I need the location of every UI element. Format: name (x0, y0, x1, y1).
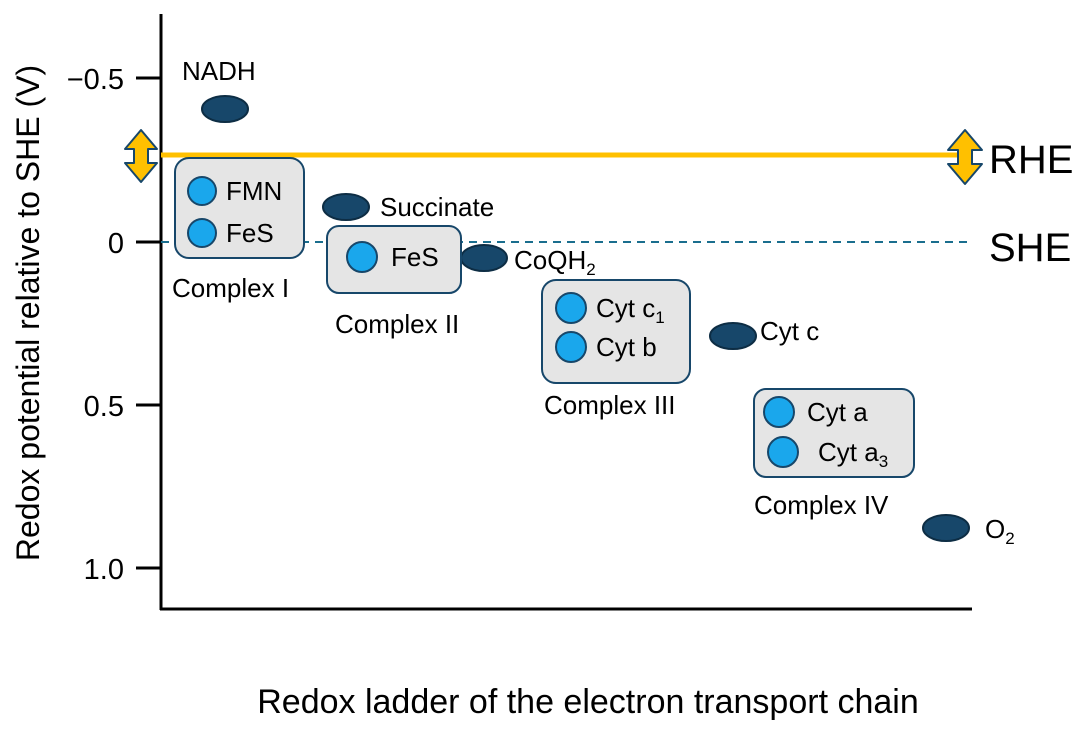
complex-i: FMN FeS Complex I (172, 157, 305, 303)
cytc1-center (555, 292, 587, 324)
fes-center (187, 218, 217, 248)
fes-label: FeS (226, 218, 274, 248)
cyta-center (763, 396, 795, 428)
cytc1-subscript: 1 (655, 308, 664, 327)
y-axis-label: Redox potential relative to SHE (V) (10, 65, 46, 561)
cyta3-subscript: 3 (879, 452, 888, 471)
cytc-label: Cyt c (760, 316, 819, 346)
complex-ii: FeS Complex II (326, 225, 462, 339)
reference-lines: RHE SHE (124, 129, 1073, 270)
cytc1-label: Cyt c1 (596, 293, 665, 327)
fes-center (346, 241, 378, 273)
fmn-center (187, 176, 217, 206)
complex-iv: Cyt a Cyt a3 Complex IV (753, 388, 915, 520)
y-tick-label: 0.5 (84, 391, 124, 423)
succinate-carrier (322, 193, 370, 221)
double-arrow-icon (124, 129, 158, 183)
cyta-label: Cyt a (807, 397, 868, 427)
coqh2-carrier (460, 244, 508, 272)
coqh2-main: CoQH (514, 245, 586, 275)
complex-iv-label: Complex IV (754, 490, 889, 520)
y-tick-label: 1.0 (84, 554, 124, 586)
x-axis-label: Redox ladder of the electron transport c… (257, 683, 919, 721)
fes-label: FeS (391, 242, 439, 272)
cyta3-main: Cyt a (818, 437, 879, 467)
coqh2-subscript: 2 (586, 260, 595, 279)
complex-ii-label: Complex II (335, 309, 459, 339)
cytb-label: Cyt b (596, 332, 657, 362)
o2-subscript: 2 (1005, 529, 1014, 548)
cytb-center (555, 331, 587, 363)
nadh-carrier (201, 95, 249, 123)
axes: −0.5 0 0.5 1.0 Redox potential relative … (10, 14, 972, 721)
nadh-label: NADH (182, 56, 256, 86)
o2-carrier (922, 514, 970, 542)
cyta3-center (767, 436, 799, 468)
y-tick-label: 0 (108, 228, 124, 260)
fmn-label: FMN (226, 176, 282, 206)
succinate-label: Succinate (380, 192, 494, 222)
o2-main: O (985, 514, 1005, 544)
double-arrow-icon (947, 129, 983, 185)
o2-label: O2 (985, 514, 1015, 548)
coqh2-label: CoQH2 (514, 245, 596, 279)
rhe-label: RHE (989, 138, 1073, 182)
cytc-carrier (709, 322, 757, 350)
y-tick-label: −0.5 (67, 64, 124, 96)
cyta3-label: Cyt a3 (818, 437, 888, 471)
complex-iii-label: Complex III (544, 390, 676, 420)
complex-i-label: Complex I (172, 273, 289, 303)
cytc1-main: Cyt c (596, 293, 655, 323)
she-label: SHE (989, 226, 1071, 270)
carriers: NADH Succinate CoQH2 Cyt c O2 (182, 56, 1015, 548)
complex-iii: Cyt c1 Cyt b Complex III (541, 279, 691, 420)
